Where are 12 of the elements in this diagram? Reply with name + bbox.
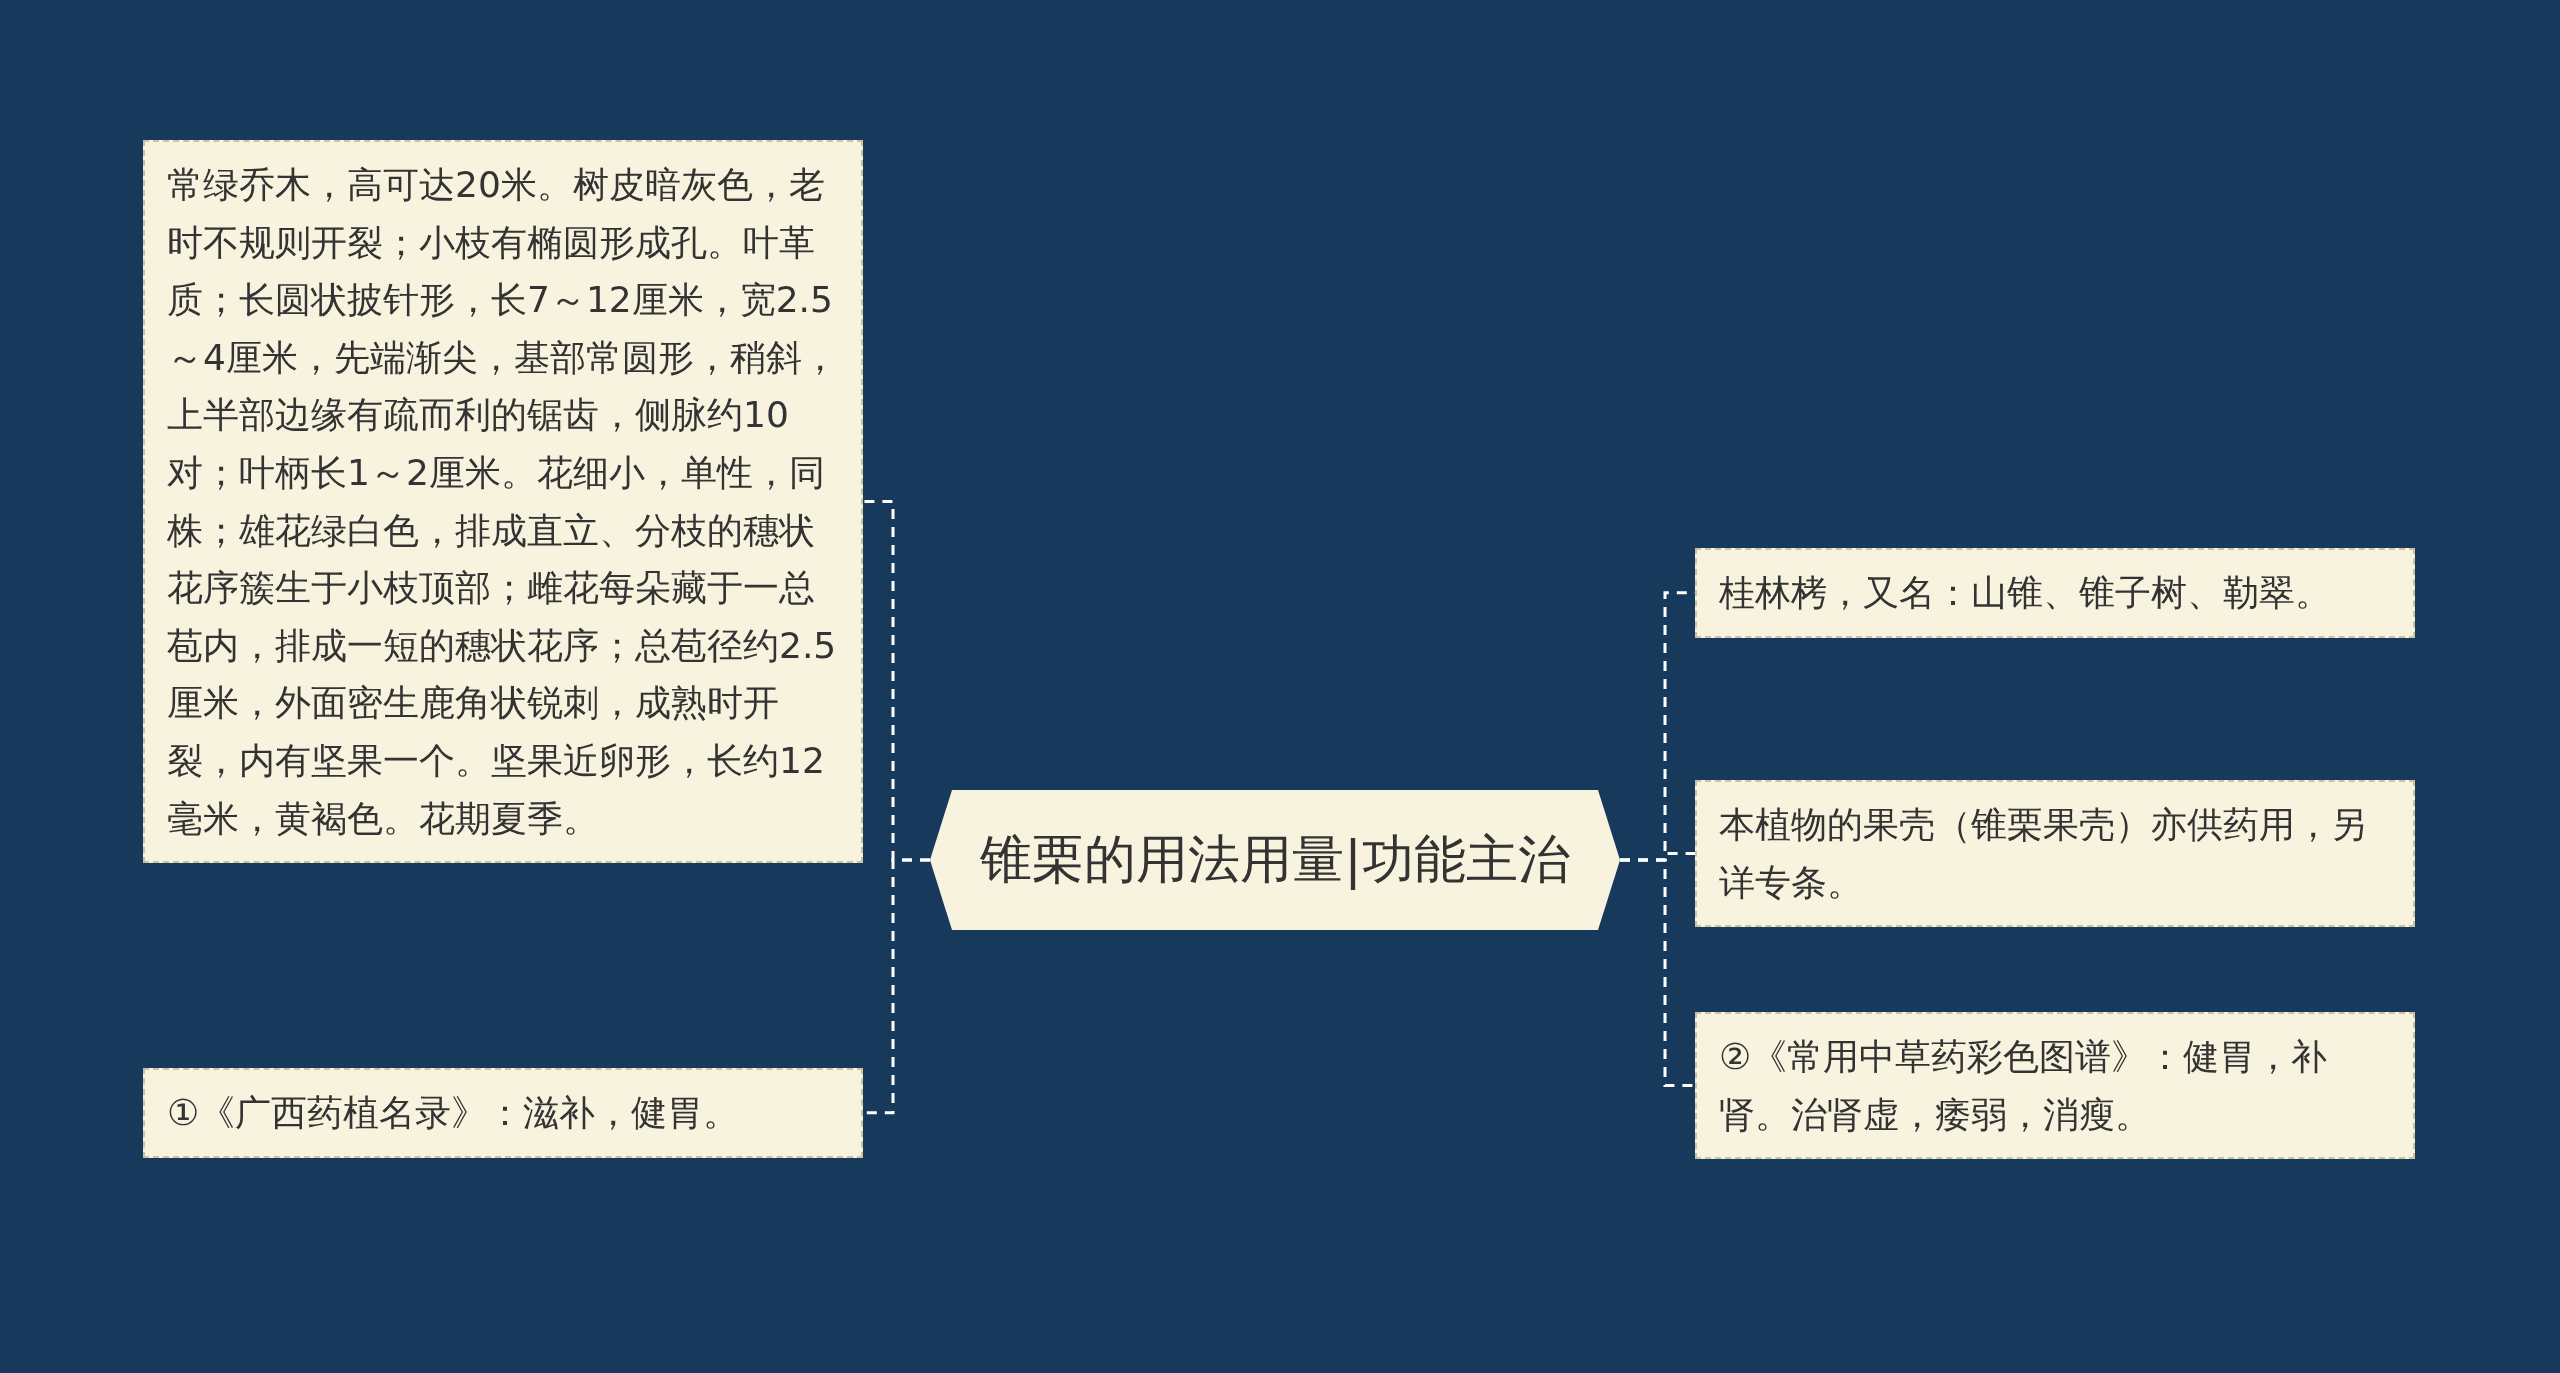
topic-title: 锥栗的用法用量|功能主治	[980, 828, 1570, 892]
note-card	[1695, 548, 2415, 638]
note-text: 本植物的果壳（锥栗果壳）亦供药用，另详专条。	[1719, 803, 2368, 905]
connector	[1620, 858, 1695, 1088]
note-text: 桂林栲，又名：山锥、锥子树、勒翠。	[1719, 571, 2332, 615]
topic-hexagon	[930, 790, 1620, 930]
note-text: ①《广西药植名录》：滋补，健胃。	[167, 1091, 741, 1135]
note-card	[1695, 780, 2415, 928]
note-text: 常绿乔木，高可达20米。树皮暗灰色，老时不规则开裂；小枝有椭圆形成孔。叶革质；长圆状披针形，长7～12厘米，宽2.5～4厘米，先端渐尖，基部常圆形，稍斜，上半部边缘有疏而利的锯齿，侧脉约10对；叶柄长1～2厘米。花细小，单性，同株；雄花绿白色，排成直立、分枝的穗状花序簇生于小枝顶部；雌花每朵藏于一总苞内，排成一短的穗状花序；总苞径约2.5厘米，外面密生鹿角状锐刺，成熟时开裂，内有坚果一个。坚果近卵形，长约12毫米，黄褐色。花期夏季。	[167, 163, 839, 841]
note-card	[143, 1068, 863, 1158]
note-card	[1695, 1012, 2415, 1160]
note-text: ②《常用中草药彩色图谱》：健胃，补肾。治肾虚，痿弱，消瘦。	[1719, 1035, 2329, 1137]
